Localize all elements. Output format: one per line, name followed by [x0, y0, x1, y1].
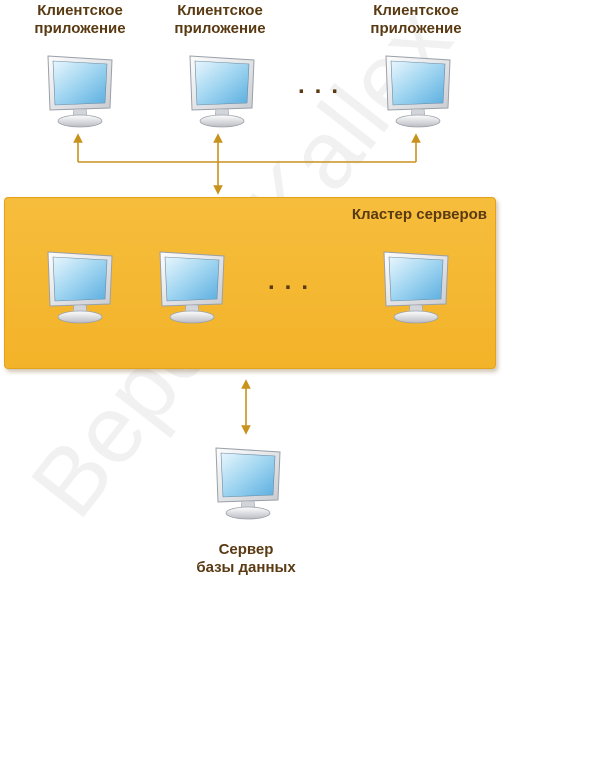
server-monitor-icon-3 [376, 248, 456, 328]
server-ellipsis: ... [268, 268, 319, 295]
client-label-2: Клиентское приложение [174, 2, 266, 37]
client-label-1: Клиентское приложение [34, 2, 126, 37]
db-server-monitor-icon [208, 444, 288, 524]
db-server-label: Сервер базы данных [196, 541, 296, 576]
client-label-3: Клиентское приложение [370, 2, 462, 37]
server-monitor-icon-2 [152, 248, 232, 328]
cluster-title: Кластер серверов [351, 206, 487, 223]
client-ellipsis: ... [298, 72, 349, 99]
server-monitor-icon-1 [40, 248, 120, 328]
